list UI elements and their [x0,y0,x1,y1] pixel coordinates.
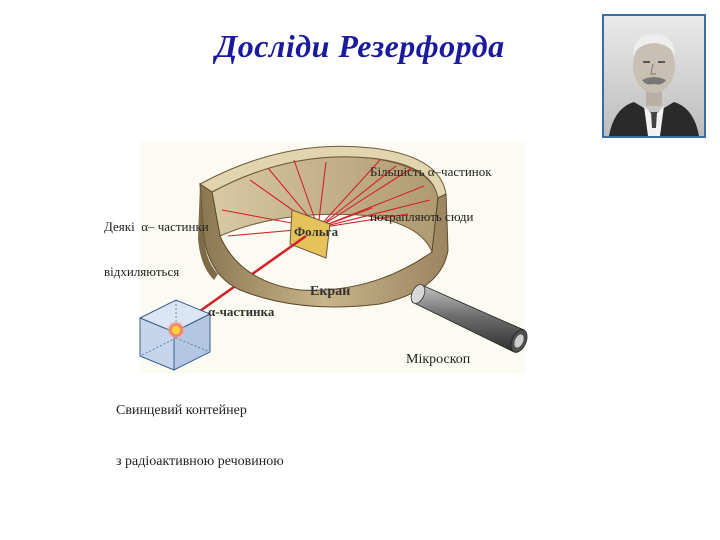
label-some-deflect-line1: Деякі α– частинки [104,219,209,234]
label-most-pass: Більшість α–частинок потрапляють сюди [370,134,492,239]
alpha-rays [221,159,431,237]
label-most-pass-line1: Більшість α–частинок [370,164,492,179]
lead-container-icon [138,299,212,371]
page-title: Досліди Резерфорда [215,28,505,64]
foil [289,209,331,259]
microscope-icon [410,284,528,353]
label-screen: Екран [310,284,351,299]
label-alpha-particle: α-частинка [208,304,275,319]
rutherford-portrait [602,14,706,138]
label-container-line1: Свинцевий контейнер [116,403,247,418]
label-container-line2: з радіоактивною речовиною [116,454,284,469]
label-most-pass-line2: потрапляють сюди [370,209,474,224]
label-some-deflect: Деякі α– частинки відхиляються [104,189,209,294]
label-foil: Фольга [294,224,339,239]
label-lead-container: Свинцевий контейнер з радіоактивною речо… [116,368,284,487]
label-microscope: Мікроскоп [406,352,471,367]
label-some-deflect-line2: відхиляються [104,264,180,279]
screen-ring-front [199,183,449,308]
